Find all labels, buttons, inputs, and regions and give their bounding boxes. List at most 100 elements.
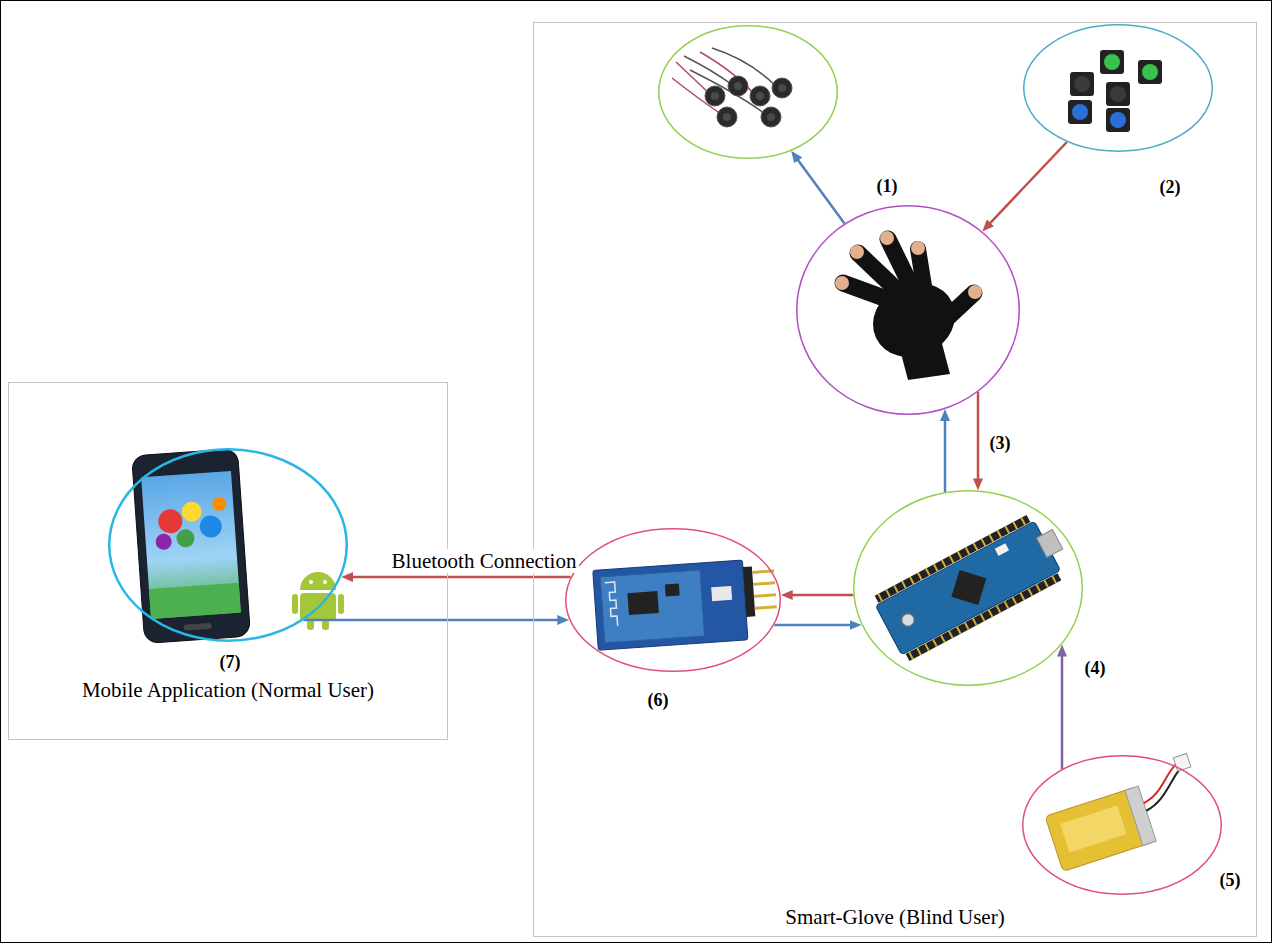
push-buttons-part <box>1138 60 1162 84</box>
smartphone-part <box>176 529 195 548</box>
microcontroller-board-part <box>951 570 986 605</box>
smartphone-part <box>184 623 212 631</box>
vibration-motors-part <box>767 113 775 121</box>
glove-part <box>835 276 849 290</box>
android-robot-part <box>307 620 314 630</box>
push-buttons-part <box>1104 54 1120 70</box>
glove-part <box>898 336 950 380</box>
circle-outline-shape <box>1023 756 1222 895</box>
microcontroller-board-part <box>995 543 1009 556</box>
android-robot-part <box>300 572 336 590</box>
bluetooth-module-part <box>743 566 755 617</box>
signal-arrow <box>944 417 947 492</box>
vibration-motors-part <box>778 84 786 92</box>
circle-outline <box>108 448 348 642</box>
circle-outline <box>565 528 781 672</box>
push-buttons-part <box>1072 104 1088 120</box>
battery-part <box>1137 768 1190 811</box>
android-robot-part <box>309 580 313 584</box>
bluetooth-module-part <box>600 570 704 643</box>
battery-part <box>1125 786 1156 845</box>
callout-number: (7) <box>220 651 241 673</box>
signal-arrow <box>1061 653 1064 770</box>
connection-label: Bluetooth Connection <box>389 549 580 573</box>
circle-outline-shape <box>659 26 838 159</box>
signal-arrow <box>988 142 1067 226</box>
panel-title: Smart-Glove (Blind User) <box>785 903 1004 931</box>
push-buttons <box>1068 50 1162 132</box>
push-buttons-part <box>1100 50 1124 74</box>
push-buttons-part <box>1106 108 1130 132</box>
bluetooth-module-part <box>593 560 748 650</box>
phone-circle: (7) <box>108 448 348 642</box>
bluetooth-module-part <box>627 591 658 615</box>
circle-outline <box>853 490 1083 686</box>
callout-number: (1) <box>877 175 898 197</box>
vibration-motors-part <box>711 92 719 100</box>
signal-arrow <box>977 392 980 482</box>
android-robot-part <box>322 620 329 630</box>
board-circle: (4) <box>853 490 1083 686</box>
microcontroller-board-part <box>878 518 1025 601</box>
panel-title: Mobile Application (Normal User) <box>78 676 378 704</box>
smartphone-part <box>155 533 172 550</box>
signal-arrow <box>789 594 854 597</box>
glove-part <box>968 285 982 299</box>
circle-outline-shape <box>566 529 781 672</box>
signal-arrow <box>349 576 570 579</box>
bluetooth-module-part <box>752 571 776 608</box>
smart-glove-panel: Smart-Glove (Blind User) (1) (2) (3) (4) (5) (… <box>533 22 1257 937</box>
vibration-motors-part <box>761 107 781 127</box>
push-buttons-part <box>1074 76 1090 92</box>
vibration-motors-part <box>772 78 792 98</box>
smartphone-part <box>199 515 222 538</box>
android-robot-part <box>323 580 327 584</box>
circle-outline-shape <box>1024 25 1213 152</box>
callout-number: (4) <box>1085 657 1106 679</box>
signal-arrow <box>304 619 561 622</box>
vibration-motors-part <box>723 113 731 121</box>
battery-circle: (5) <box>1022 755 1222 895</box>
vibration-motors-part <box>705 86 725 106</box>
android-robot-part <box>338 594 344 614</box>
bluetooth-module-part <box>665 584 680 597</box>
glove-part <box>880 231 894 245</box>
bluetooth-module-part <box>605 582 618 627</box>
vibration-motors-part <box>756 92 764 100</box>
smartphone-part <box>181 501 202 522</box>
circle-outline <box>1023 24 1213 152</box>
glove-part <box>850 245 864 259</box>
android-robot-part <box>292 594 298 614</box>
vibration-motors-part <box>750 86 770 106</box>
glove <box>835 231 982 380</box>
smartphone-part <box>212 496 227 511</box>
motor-circle: (1) <box>658 25 838 159</box>
push-buttons-part <box>1110 112 1126 128</box>
signal-arrow <box>796 157 845 223</box>
glove-part <box>911 241 925 255</box>
glove-circle: (3) <box>796 205 1020 415</box>
smartphone-part <box>141 471 241 619</box>
circle-outline-shape <box>797 206 1020 415</box>
battery-part <box>1173 753 1191 771</box>
push-buttons-part <box>1068 100 1092 124</box>
callout-number: (2) <box>1160 176 1181 198</box>
smartphone-part <box>149 583 241 619</box>
smartphone <box>132 448 251 643</box>
bluetooth-module-part <box>711 586 732 601</box>
push-buttons-part <box>1106 82 1130 106</box>
battery-part <box>1060 805 1126 852</box>
circle-outline <box>796 205 1020 415</box>
push-buttons-part <box>1070 72 1094 96</box>
vibration-motors-part <box>734 82 742 90</box>
vibration-motors <box>672 48 792 127</box>
circle-outline <box>658 25 838 159</box>
callout-number: (6) <box>648 689 669 711</box>
bluetooth-module <box>593 558 779 650</box>
push-buttons-part <box>1142 64 1158 80</box>
mobile-app-panel: Mobile Application (Normal User) (7) <box>8 382 448 740</box>
bluetooth-circle: (6) <box>565 528 781 672</box>
